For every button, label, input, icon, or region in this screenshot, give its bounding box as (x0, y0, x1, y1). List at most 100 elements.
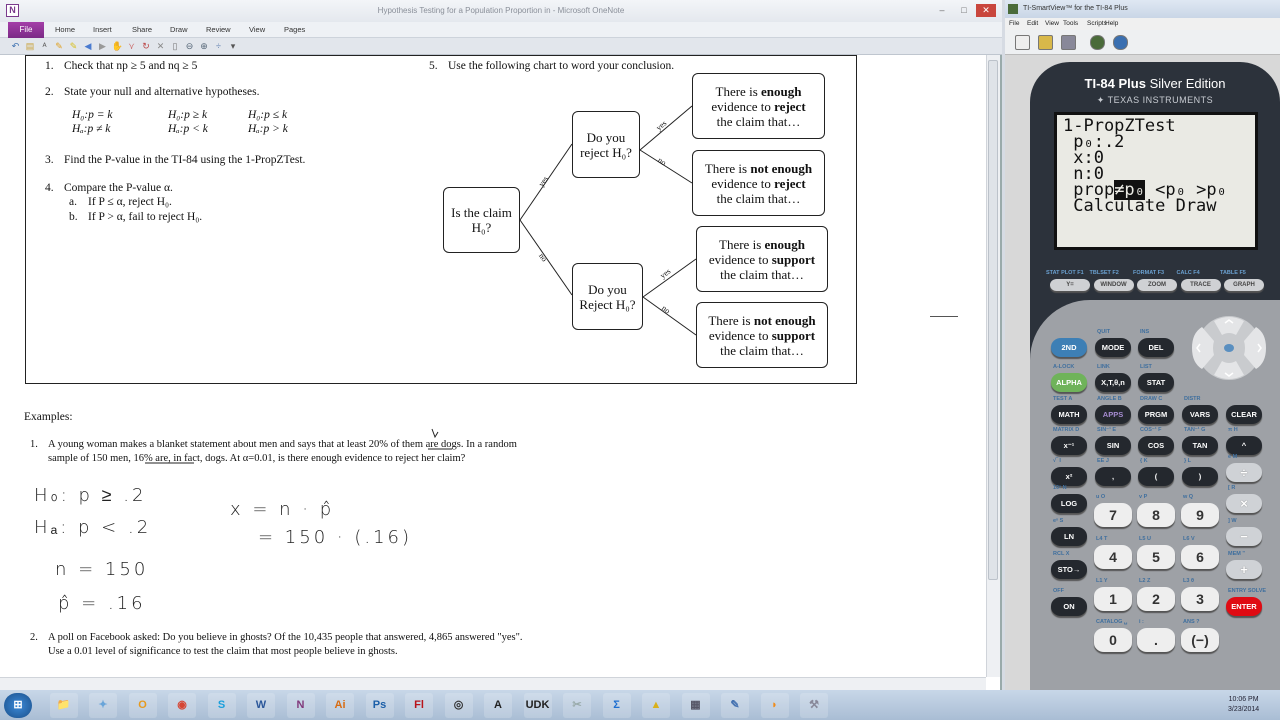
taskbar-audacity-icon[interactable]: ◗ (760, 693, 789, 718)
taskbar-sigma-icon[interactable]: Σ (602, 693, 631, 718)
key-9-button[interactable]: 9 (1181, 503, 1219, 527)
taskbar-flash-icon[interactable]: Fl (405, 693, 433, 718)
key-sym83-button[interactable]: (−) (1181, 628, 1219, 652)
menu-help[interactable]: Help (1105, 20, 1119, 27)
key-zoom-button[interactable]: ZOOM (1137, 279, 1177, 291)
taskbar-outlook-icon[interactable]: O (128, 693, 157, 718)
insert-space-icon[interactable]: ÷ (216, 41, 221, 51)
menu-view[interactable]: View (1045, 20, 1059, 27)
pen-dropdown-icon[interactable]: ⋎ (128, 41, 135, 51)
key-sym82-button[interactable]: . (1137, 628, 1175, 652)
key-del-button[interactable]: DEL (1138, 338, 1174, 357)
key-sym34-button[interactable]: ^ (1226, 436, 1262, 455)
key-sym42-button[interactable]: ( (1138, 467, 1174, 486)
key-apps-button[interactable]: APPS (1095, 405, 1131, 424)
taskbar-udk-icon[interactable]: UDK (523, 693, 552, 718)
page-icon[interactable]: ▤ (25, 41, 35, 51)
taskbar-illustrator-icon[interactable]: Ai (326, 693, 354, 718)
customize-icon[interactable]: ▾ (230, 41, 236, 51)
key-alpha-button[interactable]: ALPHA (1051, 373, 1087, 392)
key-log-button[interactable]: LOG (1051, 494, 1087, 513)
tab-review[interactable]: Review (206, 25, 231, 34)
key-6-button[interactable]: 6 (1181, 545, 1219, 569)
key-stat-button[interactable]: STAT (1138, 373, 1174, 392)
key-cos-button[interactable]: COS (1138, 436, 1174, 455)
menu-edit[interactable]: Edit (1027, 20, 1039, 27)
taskbar-camtasia-icon[interactable]: ◎ (444, 693, 473, 718)
zoom-in-icon[interactable]: ⊕ (200, 41, 208, 51)
key-sym41-button[interactable]: , (1095, 467, 1131, 486)
save-image-icon[interactable] (1061, 35, 1076, 50)
zoom-out-icon[interactable]: ⊖ (185, 41, 194, 51)
tab-view[interactable]: View (249, 25, 266, 34)
menu-file[interactable]: File (1009, 20, 1020, 27)
horizontal-scrollbar[interactable] (0, 677, 986, 690)
tab-home[interactable]: Home (55, 25, 76, 34)
taskbar-word-icon[interactable]: W (247, 693, 275, 718)
key-clear-button[interactable]: CLEAR (1226, 405, 1262, 424)
key-ln-button[interactable]: LN (1051, 527, 1087, 546)
key-2nd-button[interactable]: 2ND (1051, 338, 1087, 357)
key-sym64-button[interactable]: − (1226, 527, 1262, 546)
key-sym43-button[interactable]: ) (1182, 467, 1218, 486)
taskbar-chrome-icon[interactable]: ◉ (168, 693, 196, 718)
undo-icon[interactable]: ↶ (11, 41, 20, 51)
open-folder-icon[interactable] (1038, 35, 1053, 50)
key-y-button[interactable]: Y= (1050, 279, 1090, 291)
new-file-icon[interactable] (1015, 35, 1030, 50)
taskbar-geogebra-icon[interactable]: ▲ (642, 693, 670, 718)
key-sto-button[interactable]: STO→ (1051, 560, 1087, 579)
key-2-button[interactable]: 2 (1137, 587, 1175, 611)
key-vars-button[interactable]: VARS (1182, 405, 1218, 424)
highlighter-icon[interactable]: ✎ (69, 41, 78, 51)
key-prgm-button[interactable]: PRGM (1138, 405, 1174, 424)
taskbar-onenote-icon[interactable]: N (286, 693, 315, 718)
key-1-button[interactable]: 1 (1094, 587, 1132, 611)
key-sym74-button[interactable]: + (1226, 560, 1262, 579)
key-enter-button[interactable]: ENTER (1226, 597, 1262, 616)
close-button[interactable]: ✕ (976, 4, 996, 17)
key-4-button[interactable]: 4 (1094, 545, 1132, 569)
ink-to-text-icon[interactable]: ᴬ (42, 41, 47, 51)
pen-icon[interactable]: ✎ (55, 41, 63, 51)
tab-file[interactable]: File (8, 22, 44, 38)
new-page-icon[interactable]: ▯ (172, 41, 178, 51)
minimize-button[interactable]: – (939, 5, 945, 15)
key-8-button[interactable]: 8 (1137, 503, 1175, 527)
taskbar-snipping-icon[interactable]: ✂ (563, 693, 591, 718)
key-x-button[interactable]: x² (1051, 467, 1087, 486)
tab-share[interactable]: Share (132, 25, 153, 34)
key-xtn-button[interactable]: X,T,θ,n (1095, 373, 1131, 392)
taskbar-explorer-icon[interactable]: 📁 (49, 693, 78, 718)
taskbar-app-blue-icon[interactable]: ✦ (89, 693, 117, 718)
key-0-button[interactable]: 0 (1094, 628, 1132, 652)
hand-icon[interactable]: ✋ (111, 41, 123, 51)
taskbar-skype-icon[interactable]: S (207, 693, 236, 718)
key-3-button[interactable]: 3 (1181, 587, 1219, 611)
eraser-icon[interactable]: ✕ (156, 41, 165, 51)
key-sin-button[interactable]: SIN (1095, 436, 1131, 455)
taskbar-paint-icon[interactable]: ✎ (721, 693, 749, 718)
menu-tools[interactable]: Tools (1063, 20, 1079, 27)
arrow-pad[interactable] (1188, 313, 1270, 383)
key-x-button[interactable]: x⁻¹ (1051, 436, 1087, 455)
key-5-button[interactable]: 5 (1137, 545, 1175, 569)
tab-pages[interactable]: Pages (284, 25, 306, 34)
key-math-button[interactable]: MATH (1051, 405, 1087, 424)
key-sym44-button[interactable]: ÷ (1226, 463, 1262, 482)
key-on-button[interactable]: ON (1051, 597, 1087, 616)
key-window-button[interactable]: WINDOW (1093, 279, 1134, 291)
taskbar-tool-icon[interactable]: ⚒ (800, 693, 828, 718)
taskbar-photoshop-icon[interactable]: Ps (365, 693, 394, 718)
menu-scripts[interactable]: Scripts (1087, 20, 1107, 27)
key-mode-button[interactable]: MODE (1095, 338, 1131, 357)
key-7-button[interactable]: 7 (1094, 503, 1132, 527)
key-trace-button[interactable]: TRACE (1180, 279, 1221, 291)
key-sym54-button[interactable]: × (1226, 494, 1262, 513)
taskbar-start-icon[interactable]: ⊞ (4, 693, 32, 718)
calculator-icon[interactable] (1090, 35, 1105, 50)
back-icon[interactable]: ◀ (84, 41, 92, 51)
maximize-button[interactable]: □ (961, 5, 967, 15)
tab-insert[interactable]: Insert (93, 25, 112, 34)
